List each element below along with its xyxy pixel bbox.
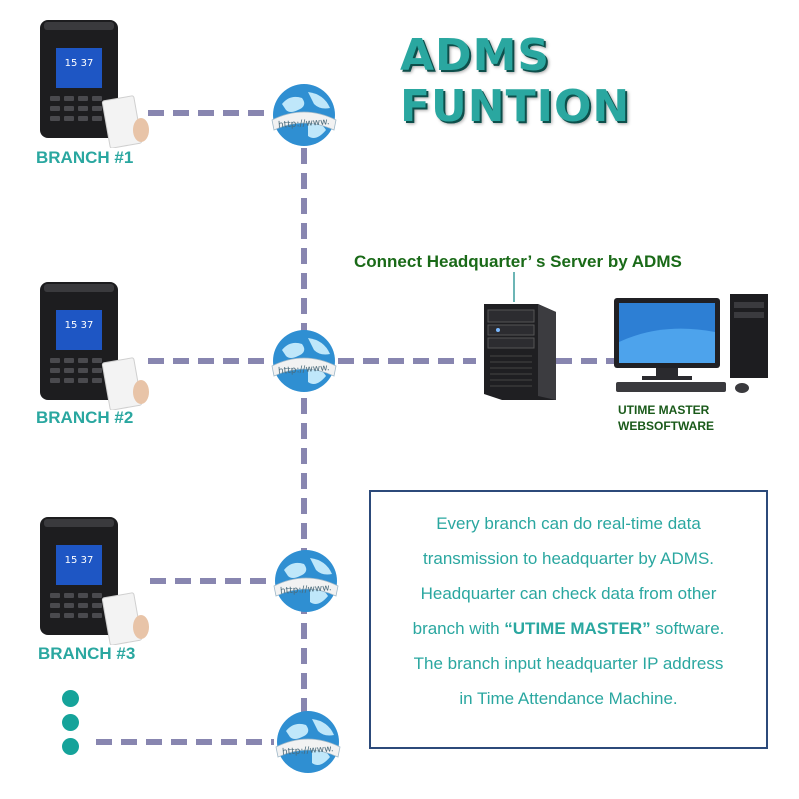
server-tower-icon [476, 300, 560, 409]
more-branches-dot [62, 690, 79, 707]
more-branches-dot [62, 714, 79, 731]
info-line-4-post: software. [650, 619, 725, 638]
branch-3-label: BRANCH #3 [38, 644, 136, 663]
globe-icon: http://www. [272, 707, 344, 782]
info-line-5: The branch input headquarter IP address [413, 654, 724, 673]
time-attendance-device: 15 37 [38, 18, 153, 153]
desktop-computer-icon [612, 292, 772, 405]
info-line-3: Headquarter can check data from other [420, 584, 717, 603]
globe-icon: http://www. [268, 326, 340, 401]
svg-text:15 37: 15 37 [65, 555, 94, 566]
time-attendance-device: 15 37 [38, 280, 153, 415]
server-caption: Connect Headquarter’ s Server by ADMS [354, 252, 682, 271]
svg-text:15 37: 15 37 [65, 320, 94, 331]
more-branches-dot [62, 738, 79, 755]
info-line-4-pre: branch with [412, 619, 505, 638]
pc-label-line2: WEBSOFTWARE [618, 419, 714, 433]
info-line-1: Every branch can do real-time data [436, 514, 701, 533]
globe-icon: http://www. [270, 546, 342, 621]
svg-text:15 37: 15 37 [65, 58, 94, 69]
svg-text:http://www.: http://www. [280, 583, 332, 597]
time-attendance-device: 15 37 [38, 515, 153, 650]
svg-text:http://www.: http://www. [278, 363, 330, 377]
info-line-2: transmission to headquarter by ADMS. [422, 549, 715, 568]
globe-icon: http://www. [268, 80, 340, 155]
svg-text:http://www.: http://www. [278, 117, 330, 131]
branch-2-label: BRANCH #2 [36, 408, 134, 427]
info-line-4: branch with “UTIME MASTER” software. [371, 611, 766, 646]
utime-master-highlight: “UTIME MASTER” [504, 619, 651, 638]
pc-label-line1: UTIME MASTER [618, 403, 710, 417]
page-title: ADMS FUNTION [400, 30, 631, 132]
info-line-6: in Time Attendance Machine. [459, 689, 678, 708]
branch-1-label: BRANCH #1 [36, 148, 134, 167]
pc-label: UTIME MASTER WEBSOFTWARE [618, 402, 714, 434]
info-box: Every branch can do real-time data trans… [369, 490, 768, 749]
svg-text:http://www.: http://www. [282, 744, 334, 758]
